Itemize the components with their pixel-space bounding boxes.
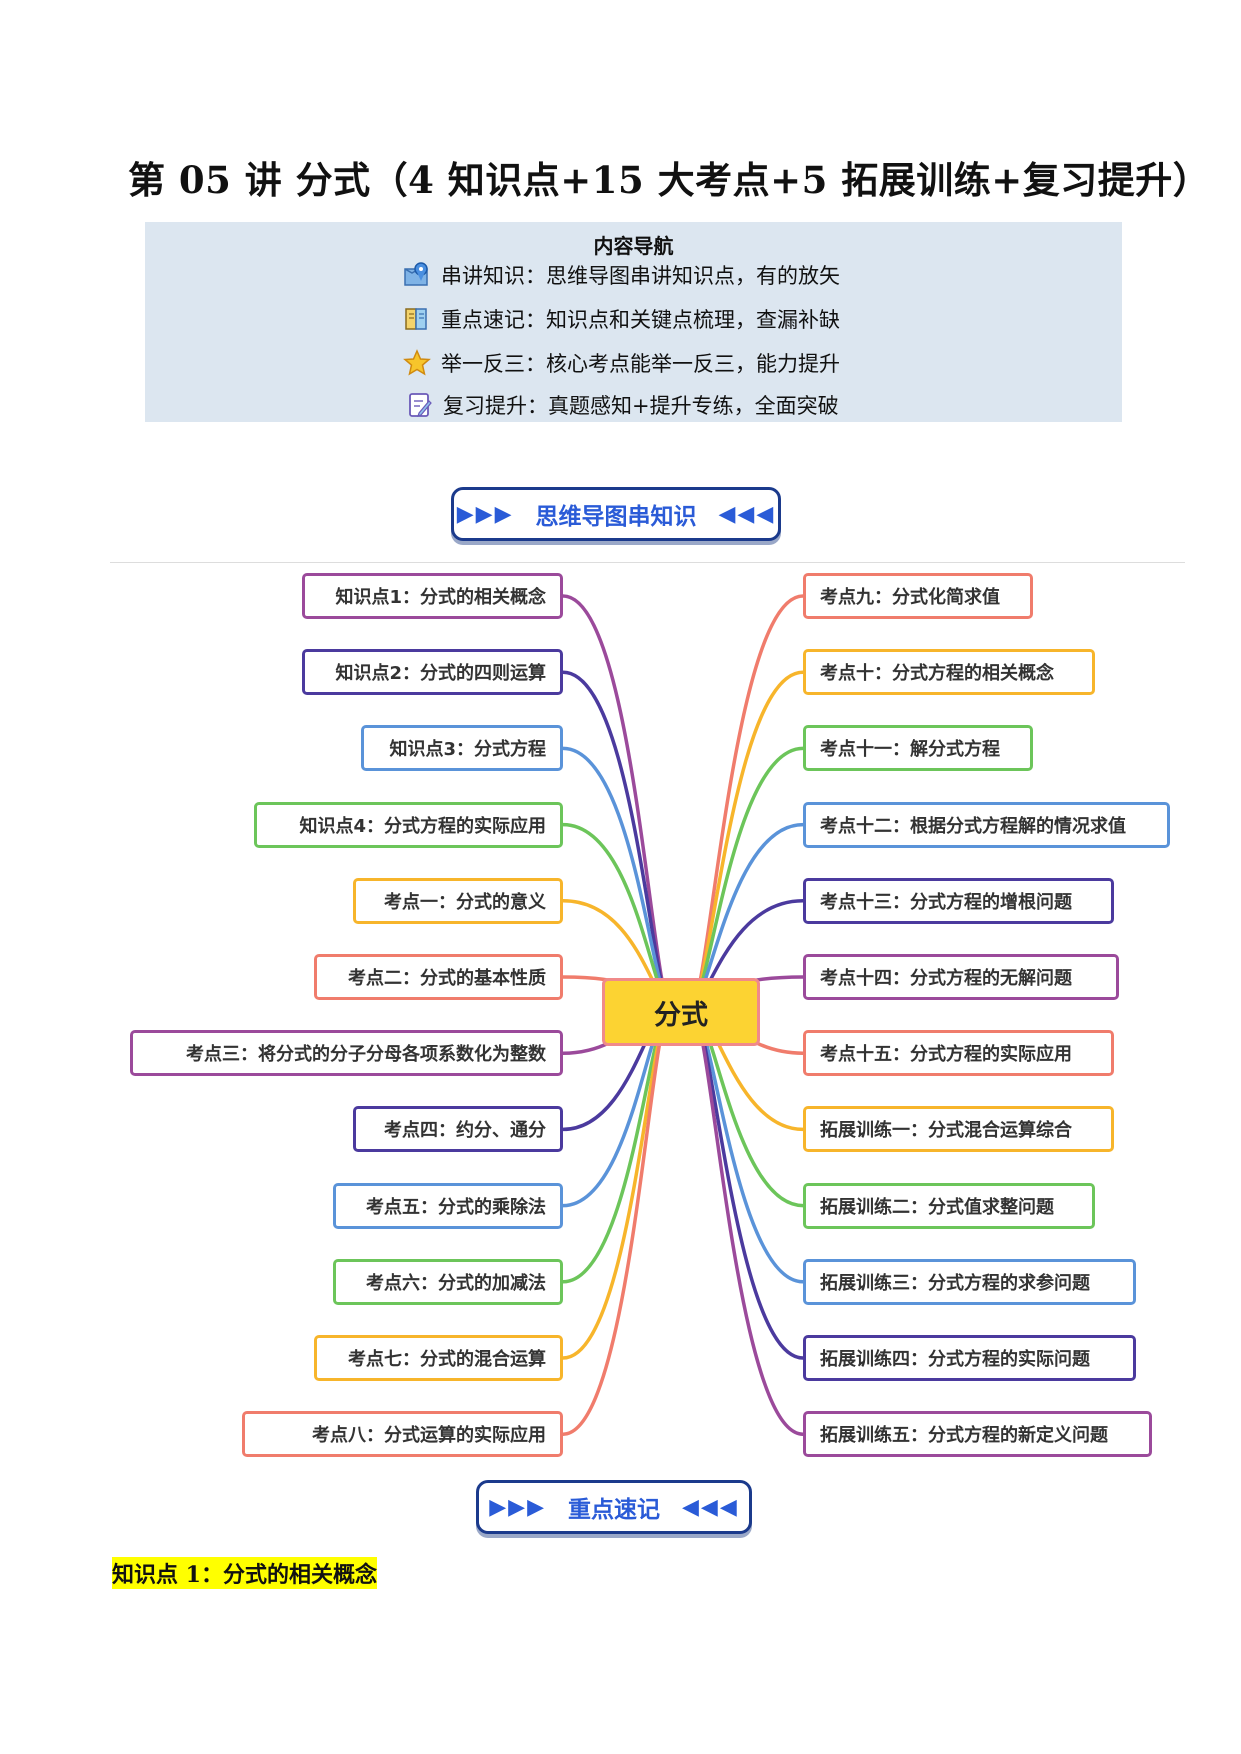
mindmap-left-node[interactable]: 考点七：分式的混合运算 xyxy=(314,1335,563,1381)
banner-arrows-left: ▶▶▶ xyxy=(489,1494,546,1520)
nav-item-practice[interactable]: 举一反三：核心考点能举一反三，能力提升 xyxy=(403,348,840,378)
nav-item-label: 串讲知识：思维导图串讲知识点，有的放矢 xyxy=(441,264,840,288)
banner-arrows-left: ▶▶▶ xyxy=(456,501,514,527)
mindmap-right-branch xyxy=(689,1010,804,1436)
mindmap-left-node[interactable]: 考点一：分式的意义 xyxy=(353,877,563,924)
mindmap-right-node[interactable]: 拓展训练五：分式方程的新定义问题 xyxy=(803,1411,1152,1458)
nav-item-knowledge[interactable]: 串讲知识：思维导图串讲知识点，有的放矢 xyxy=(403,260,840,290)
mindmap-left-node[interactable]: 知识点3：分式方程 xyxy=(361,725,563,772)
mindmap-right-node[interactable]: 考点九：分式化简求值 xyxy=(803,573,1033,619)
mindmap-right-node[interactable]: 拓展训练一：分式混合运算综合 xyxy=(803,1106,1114,1153)
mindmap-banner: ▶▶▶ 思维导图串知识 ◀◀◀ xyxy=(451,487,781,541)
mindmap-left-node[interactable]: 考点六：分式的加减法 xyxy=(333,1258,563,1305)
mindmap-right-node[interactable]: 拓展训练三：分式方程的求参问题 xyxy=(803,1258,1136,1305)
map-pin-icon xyxy=(404,262,428,286)
banner-arrows-right: ◀◀◀ xyxy=(718,501,776,527)
nav-item-label: 重点速记：知识点和关键点梳理，查漏补缺 xyxy=(441,308,840,332)
mindmap-right-node[interactable]: 考点十二：根据分式方程解的情况求值 xyxy=(803,801,1170,848)
mindmap-left-node[interactable]: 知识点2：分式的四则运算 xyxy=(302,649,563,696)
book-icon xyxy=(405,308,427,330)
mindmap-left-node[interactable]: 考点八：分式运算的实际应用 xyxy=(242,1411,563,1458)
banner-title: 思维导图串知识 xyxy=(535,504,697,530)
mindmap-left-node[interactable]: 知识点1：分式的相关概念 xyxy=(302,573,563,619)
edit-note-icon xyxy=(409,393,432,417)
section-heading: 知识点 1：分式的相关概念 xyxy=(112,1557,377,1589)
mindmap-left-node[interactable]: 考点二：分式的基本性质 xyxy=(314,954,563,1000)
mindmap-right-node[interactable]: 拓展训练二：分式值求整问题 xyxy=(803,1182,1095,1229)
mindmap-center-node[interactable]: 分式 xyxy=(602,978,760,1046)
nav-item-label: 复习提升：真题感知+提升专练，全面突破 xyxy=(443,394,839,418)
mindmap-left-branch xyxy=(562,1010,673,1436)
keypoints-banner: ▶▶▶ 重点速记 ◀◀◀ xyxy=(476,1480,752,1534)
nav-item-label: 举一反三：核心考点能举一反三，能力提升 xyxy=(441,352,840,376)
mindmap-right-node[interactable]: 拓展训练四：分式方程的实际问题 xyxy=(803,1335,1136,1381)
mindmap-right-node[interactable]: 考点十四：分式方程的无解问题 xyxy=(803,954,1119,1000)
mindmap-left-node[interactable]: 知识点4：分式方程的实际应用 xyxy=(254,801,563,848)
section-divider xyxy=(110,562,1185,563)
mindmap-left-node[interactable]: 考点三：将分式的分子分母各项系数化为整数 xyxy=(130,1030,563,1077)
mindmap-left-node[interactable]: 考点四：约分、通分 xyxy=(353,1106,563,1153)
star-icon xyxy=(403,349,431,376)
mindmap-right-node[interactable]: 考点十一：解分式方程 xyxy=(803,725,1033,772)
mindmap-right-node[interactable]: 考点十三：分式方程的增根问题 xyxy=(803,877,1114,924)
banner-arrows-right: ◀◀◀ xyxy=(682,1494,739,1520)
mindmap-left-node[interactable]: 考点五：分式的乘除法 xyxy=(333,1182,563,1229)
mindmap-right-node[interactable]: 考点十：分式方程的相关概念 xyxy=(803,649,1095,696)
document-title: 第 05 讲 分式（4 知识点+15 大考点+5 拓展训练+复习提升） xyxy=(128,158,1211,202)
nav-item-keypoints[interactable]: 重点速记：知识点和关键点梳理，查漏补缺 xyxy=(403,304,840,334)
mindmap-right-node[interactable]: 考点十五：分式方程的实际应用 xyxy=(803,1030,1114,1077)
content-navigation-box: 内容导航 串讲知识：思维导图串讲知识点，有的放矢 重点速记：知识点和关键点梳理，… xyxy=(145,222,1122,422)
nav-item-review[interactable]: 复习提升：真题感知+提升专练，全面突破 xyxy=(407,390,839,420)
banner-title: 重点速记 xyxy=(568,1497,660,1523)
navigation-heading: 内容导航 xyxy=(593,234,674,258)
